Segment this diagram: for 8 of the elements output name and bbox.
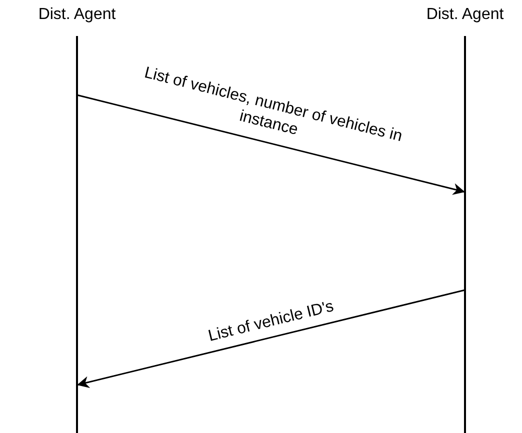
message-arrow — [76, 94, 466, 195]
message-label: List of vehicles, number of vehicles in instance — [142, 62, 405, 147]
message-label: List of vehicle ID's — [206, 296, 336, 348]
lifeline — [464, 36, 466, 433]
lifeline-heading: Dist. Agent — [426, 6, 504, 24]
lifeline-heading: Dist. Agent — [38, 6, 116, 24]
lifeline — [76, 36, 78, 433]
message-arrow — [76, 289, 466, 388]
